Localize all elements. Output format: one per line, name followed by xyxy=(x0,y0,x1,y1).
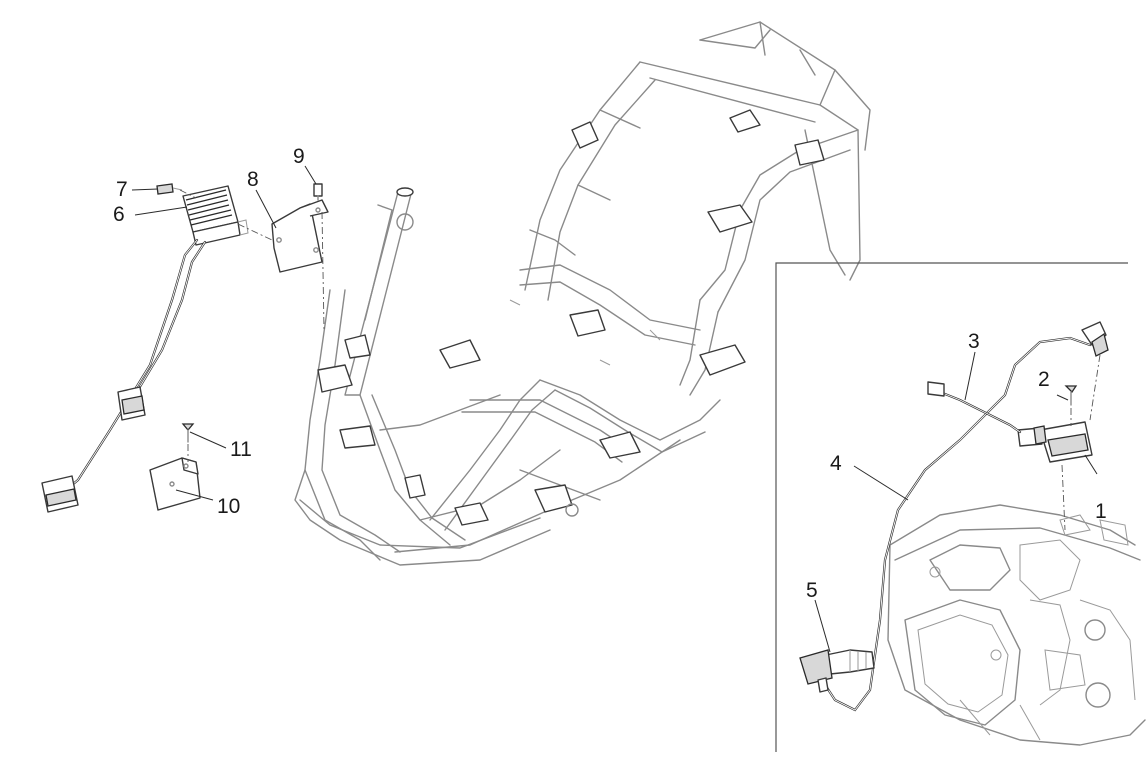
callout-1: 1 xyxy=(1095,500,1107,523)
callout-5: 5 xyxy=(806,579,818,602)
callout-9: 9 xyxy=(293,145,305,168)
callout-6: 6 xyxy=(113,203,125,226)
bracket-part-10 xyxy=(149,457,201,511)
callout-11: 11 xyxy=(230,438,252,461)
inset-detail-box xyxy=(775,262,1128,752)
scooter-frame xyxy=(294,21,871,566)
callout-4: 4 xyxy=(830,452,842,475)
ignition-coil-part-1 xyxy=(1017,421,1093,531)
engine-unit xyxy=(887,504,1146,746)
voltage-regulator-part-6 xyxy=(182,185,249,246)
screw-part-2 xyxy=(1064,385,1078,426)
callout-10: 10 xyxy=(217,495,240,518)
ht-cable-part-4 xyxy=(820,321,1109,712)
crank-sensor-part-5 xyxy=(799,649,875,693)
callout-7: 7 xyxy=(116,178,128,201)
sensor-cable-part-3 xyxy=(927,381,1022,434)
callout-labels: 1 2 3 4 5 6 7 8 9 10 11 xyxy=(113,145,1107,602)
regulator-wiring-harness xyxy=(41,238,207,513)
screw-part-11 xyxy=(181,423,195,462)
regulator-bracket-part-8 xyxy=(237,199,329,273)
screw-part-7 xyxy=(156,183,197,199)
callout-3: 3 xyxy=(968,330,980,353)
leader-lines xyxy=(131,165,1098,653)
screw-part-9 xyxy=(313,183,325,331)
callout-8: 8 xyxy=(247,168,259,191)
callout-2: 2 xyxy=(1038,368,1050,391)
